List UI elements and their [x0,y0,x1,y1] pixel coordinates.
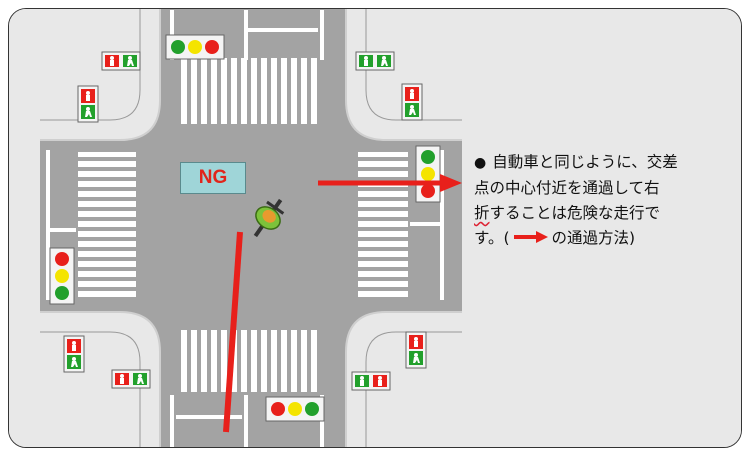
pedestrian-signal-icon [77,85,99,123]
crosswalk-south [178,330,318,392]
crosswalk-west [78,152,136,300]
crosswalk-north [178,58,318,124]
ng-label: NG [180,162,246,194]
red-arrow-icon [440,174,462,192]
sidewalk-edge-lines [40,9,462,447]
traffic-signal-icon [415,145,441,203]
red-arrow-icon [513,226,548,251]
note-line-3: 折することは危険な走行で [474,201,742,226]
pedestrian-signal-icon [405,331,427,369]
pedestrian-signal-icon [101,51,141,71]
pedestrian-signal-icon [111,369,151,389]
traffic-signal-icon [49,247,75,305]
route-line-vertical [223,231,243,433]
bicycle-rider-icon [253,198,285,238]
explanation-note: ●自動車と同じように、交差 点の中心付近を通過して右 折することは危険な走行で … [474,150,742,251]
pedestrian-signal-icon [63,335,85,373]
crosswalk-east [358,152,408,300]
note-text-4b: の通過方法) [551,229,636,247]
pedestrian-signal-icon [401,83,423,121]
note-text-1: 自動車と同じように、交差 [492,153,678,171]
note-line-4: す。( の通過方法) [474,226,742,251]
ng-route-arrow [223,174,462,433]
traffic-signal-icon [265,396,325,422]
pedestrian-signal-icon [351,371,391,391]
note-text-4a: す。( [474,229,510,247]
note-text-3b: することは危険な走行で [489,204,661,222]
bullet-icon: ● [474,155,487,171]
pedestrian-signal-icon [355,51,395,71]
curb-lines [40,9,462,447]
note-text-3a: 折 [474,204,490,222]
note-line-1: ● 自動車と同じように、交差 [474,150,742,176]
note-text-2: 点の中心付近を通過して右 [474,179,660,197]
traffic-signal-icon [165,34,225,60]
